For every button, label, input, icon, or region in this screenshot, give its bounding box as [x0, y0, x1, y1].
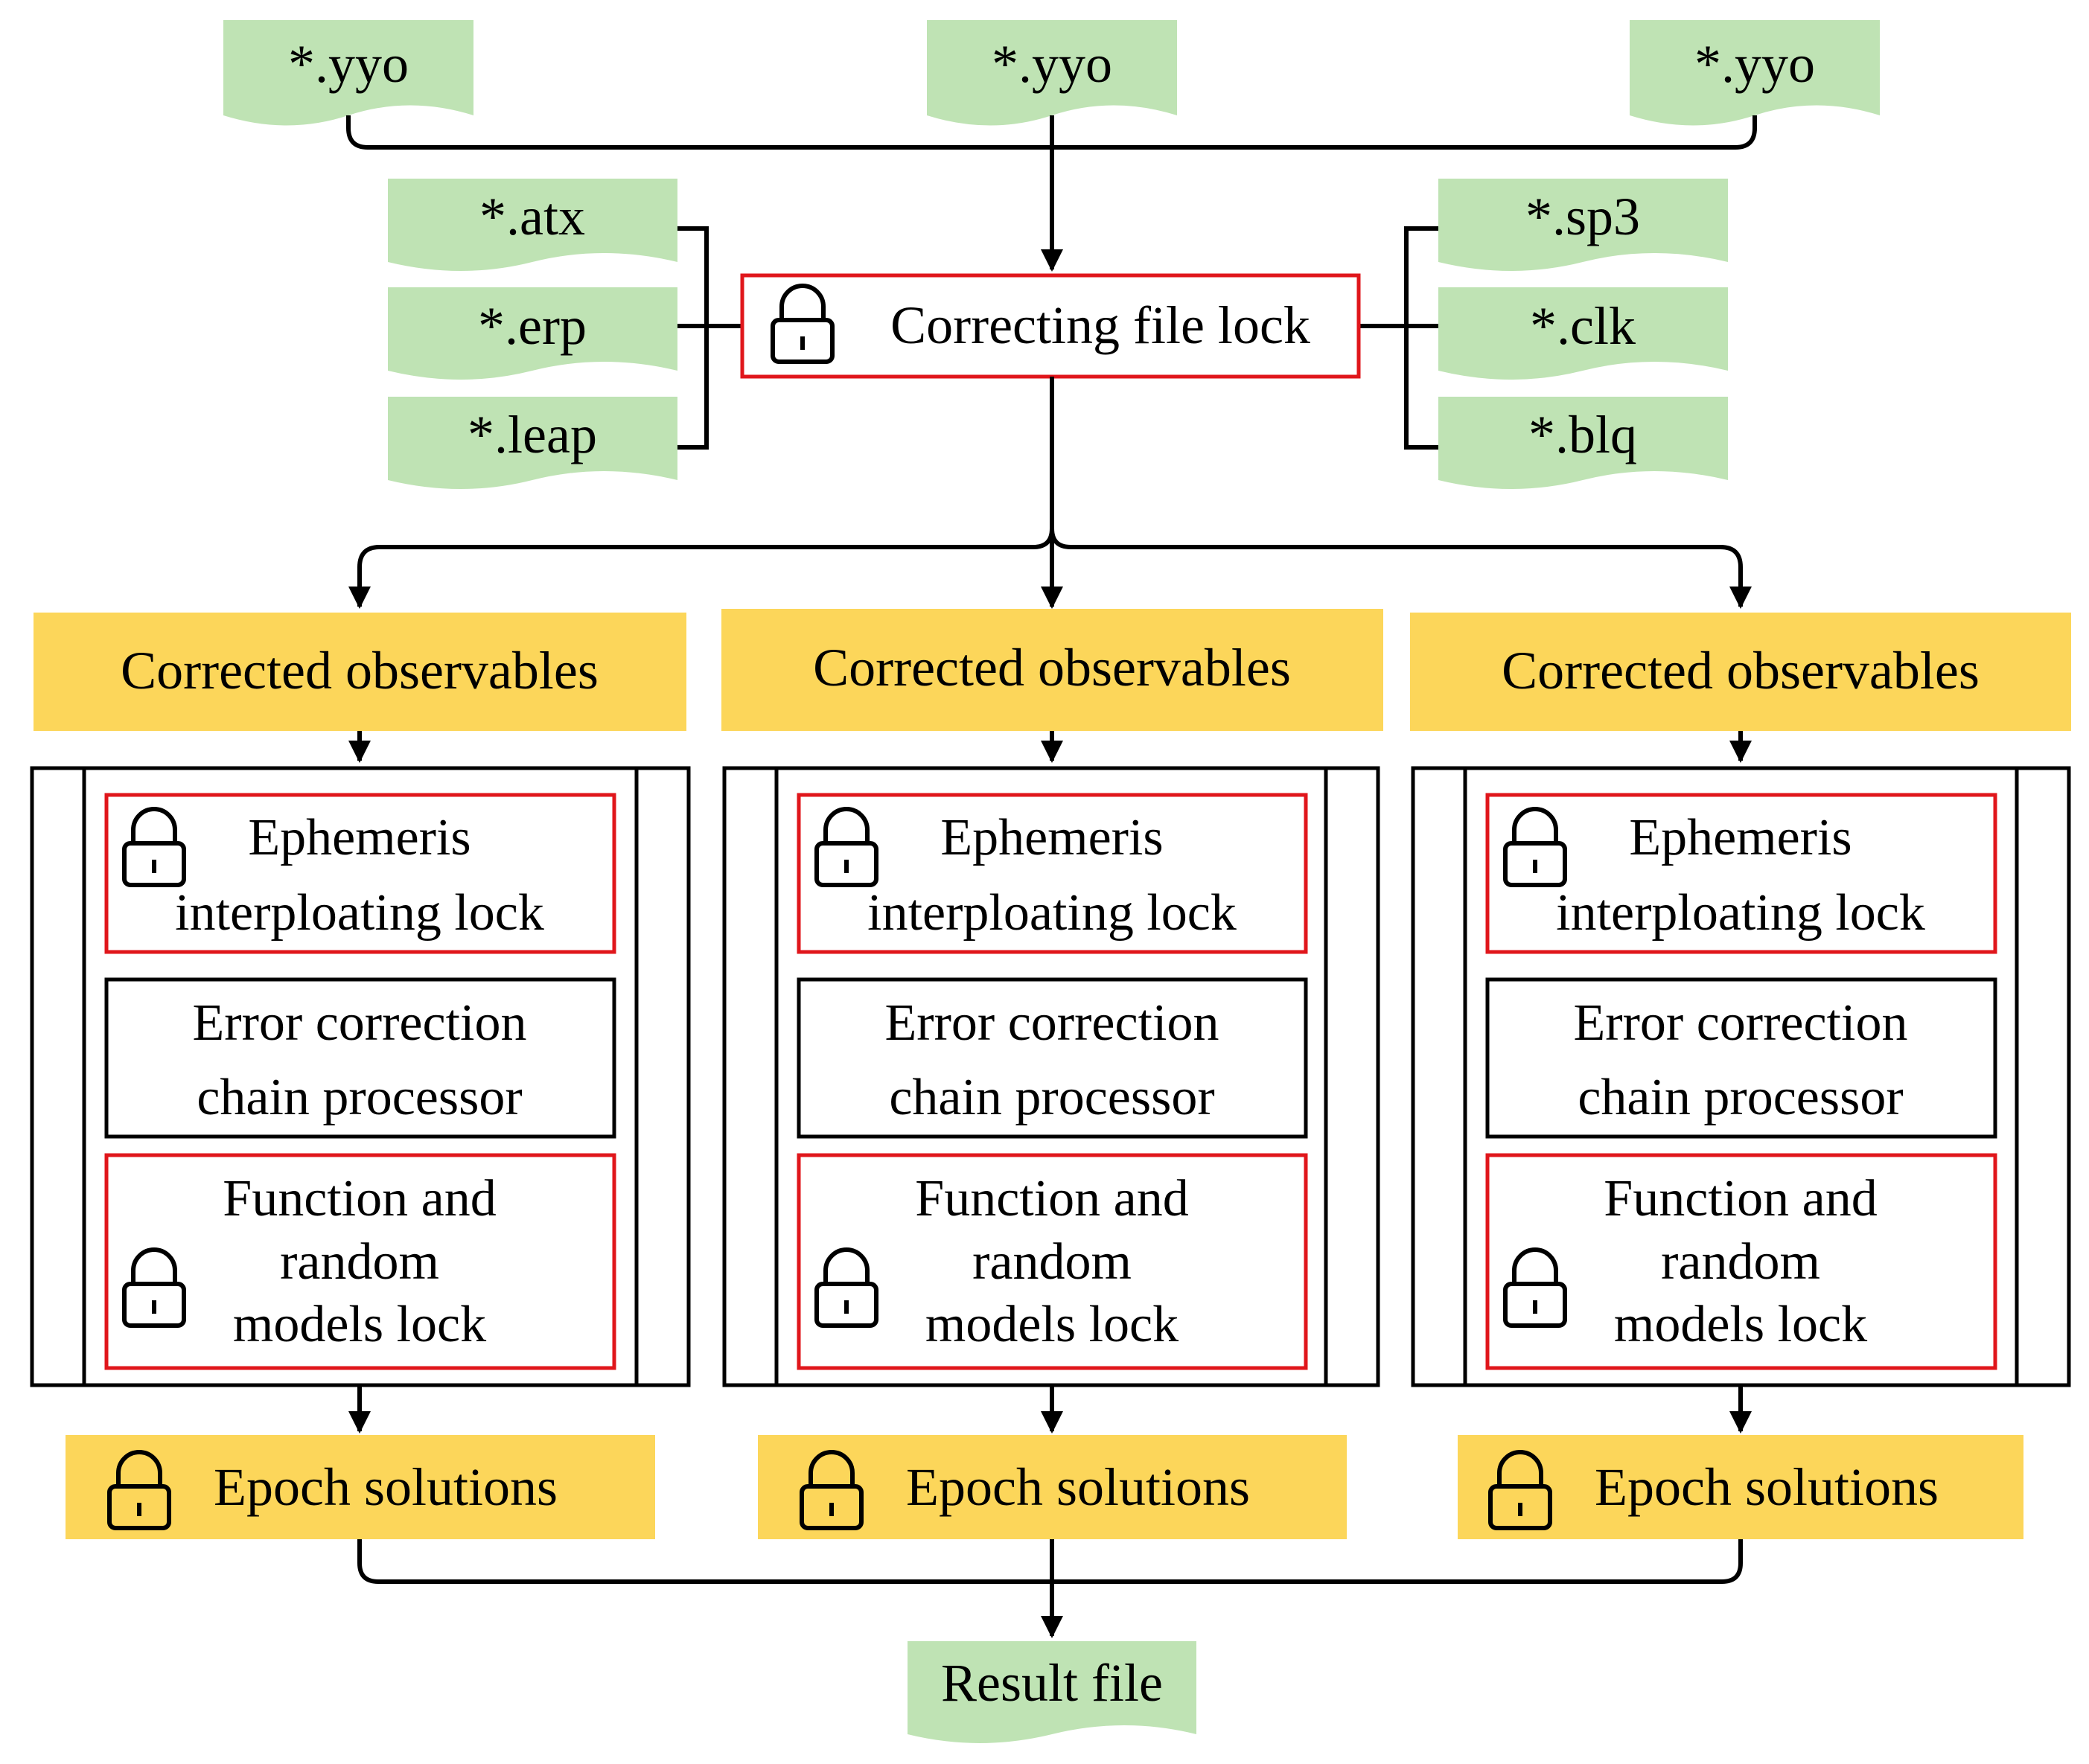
corrected-observables-label: Corrected observables [1502, 641, 1980, 700]
error-correction-box [104, 977, 616, 1139]
models-lock-box [104, 1153, 616, 1370]
models-lock-box [1485, 1153, 1997, 1370]
ephemeris-lock-box [104, 793, 616, 954]
ephemeris-label-2: interploating lock [175, 884, 544, 942]
file-yyo-3-label: *.yyo [1694, 34, 1815, 94]
file-atx-label: *.atx [479, 187, 585, 246]
epoch-solutions-label: Epoch solutions [906, 1457, 1250, 1517]
column-1: Corrected observables Ephemeris interplo… [30, 613, 691, 1539]
models-label-2: random [972, 1233, 1132, 1291]
file-clk-label: *.clk [1530, 296, 1636, 356]
file-yyo-2-label: *.yyo [992, 34, 1112, 94]
models-label-3: models lock [925, 1296, 1179, 1353]
ephemeris-label-1: Ephemeris [248, 809, 471, 866]
error-correction-box [1485, 977, 1997, 1139]
ephemeris-lock-box [797, 793, 1308, 954]
ephemeris-label-1: Ephemeris [1629, 809, 1852, 866]
correcting-file-lock-box: Correcting file lock [740, 273, 1361, 379]
models-label-2: random [1661, 1233, 1820, 1291]
correcting-file-lock-label: Correcting file lock [890, 295, 1310, 355]
corrected-observables-box [1410, 613, 2071, 731]
error-correction-label-1: Error correction [1574, 994, 1908, 1052]
error-correction-label-2: chain processor [1578, 1069, 1903, 1126]
models-label-1: Function and [915, 1170, 1188, 1227]
models-label-1: Function and [1604, 1170, 1877, 1227]
corrected-observables-box [34, 613, 686, 731]
error-correction-label-2: chain processor [889, 1069, 1214, 1126]
file-blq-label: *.blq [1528, 405, 1637, 464]
file-clk: *.clk [1438, 287, 1728, 380]
file-leap-label: *.leap [468, 405, 597, 464]
models-label-1: Function and [223, 1170, 496, 1227]
models-label-3: models lock [233, 1296, 486, 1353]
error-correction-label-2: chain processor [197, 1069, 522, 1126]
column-2: Corrected observables Ephemeris interplo… [721, 609, 1383, 1539]
ephemeris-label-2: interploating lock [1556, 884, 1925, 942]
column-3: Corrected observables Ephemeris interplo… [1410, 613, 2071, 1539]
corrected-observables-box [721, 609, 1383, 731]
models-label-3: models lock [1614, 1296, 1867, 1353]
ephemeris-lock-box [1485, 793, 1997, 954]
side-brackets [677, 226, 1438, 450]
file-atx: *.atx [388, 179, 677, 271]
file-yyo-1-label: *.yyo [288, 34, 409, 94]
models-label-2: random [280, 1233, 439, 1291]
result-file: Result file [908, 1641, 1196, 1743]
ephemeris-label-2: interploating lock [867, 884, 1237, 942]
file-sp3: *.sp3 [1438, 179, 1728, 271]
epoch-solutions-label: Epoch solutions [1595, 1457, 1939, 1517]
file-yyo-1: *.yyo [223, 20, 473, 126]
distribution-connectors [348, 377, 1752, 609]
result-file-label: Result file [941, 1653, 1163, 1713]
file-erp: *.erp [388, 287, 677, 380]
corrected-observables-label: Corrected observables [121, 641, 599, 700]
error-correction-label-1: Error correction [885, 994, 1219, 1052]
models-lock-box [797, 1153, 1308, 1370]
file-sp3-label: *.sp3 [1525, 187, 1640, 246]
merge-connectors [357, 1539, 1743, 1638]
epoch-solutions-label: Epoch solutions [214, 1457, 558, 1517]
yyo-connectors [346, 115, 1757, 272]
file-leap: *.leap [388, 397, 677, 489]
error-correction-box [797, 977, 1308, 1139]
file-yyo-2: *.yyo [927, 20, 1177, 126]
file-yyo-3: *.yyo [1630, 20, 1880, 126]
corrected-observables-label: Corrected observables [813, 638, 1291, 697]
ephemeris-label-1: Ephemeris [940, 809, 1163, 866]
error-correction-label-1: Error correction [193, 994, 527, 1052]
file-erp-label: *.erp [478, 296, 587, 356]
file-blq: *.blq [1438, 397, 1728, 489]
